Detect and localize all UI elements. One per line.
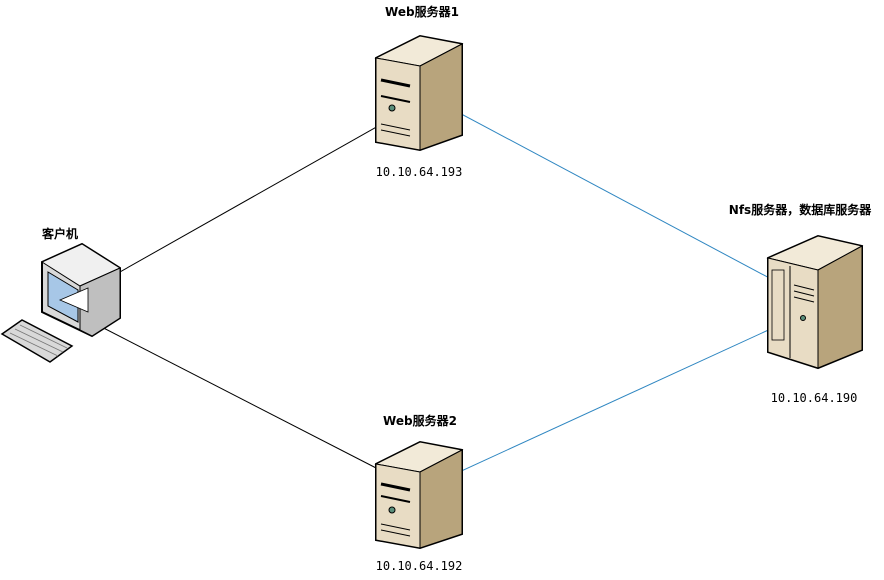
link-web2-nfs xyxy=(419,309,813,491)
web-server-2: Web服务器2 10.10.64.192 xyxy=(374,413,464,573)
nfs-label: Nfs服务器，数据库服务器 xyxy=(729,202,872,217)
server-cabinet-icon xyxy=(766,234,864,370)
web-server-1: Web服务器1 10.10.64.193 xyxy=(374,4,464,179)
web1-ip: 10.10.64.193 xyxy=(376,165,463,179)
web2-ip: 10.10.64.192 xyxy=(376,559,463,573)
server-tower-icon xyxy=(374,34,464,152)
web1-label: Web服务器1 xyxy=(385,4,459,19)
client-label: 客户机 xyxy=(41,226,78,241)
keyboard-icon xyxy=(0,319,74,363)
client-computer: 客户机 xyxy=(0,226,122,363)
connections xyxy=(87,91,821,491)
monitor-icon xyxy=(40,242,122,338)
link-client-web2 xyxy=(87,319,381,471)
link-web1-nfs xyxy=(419,91,821,306)
nfs-db-server: Nfs服务器，数据库服务器 10.10.64.190 xyxy=(729,202,872,405)
web2-label: Web服务器2 xyxy=(383,413,457,428)
link-client-web1 xyxy=(87,124,381,291)
server-tower-icon xyxy=(374,440,464,550)
nfs-ip: 10.10.64.190 xyxy=(771,391,858,405)
